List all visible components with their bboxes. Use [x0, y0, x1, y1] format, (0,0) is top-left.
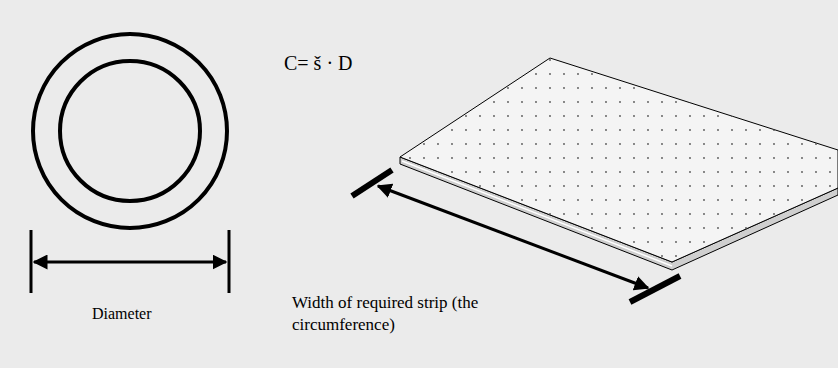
strip-face — [400, 58, 838, 262]
width-arrow — [378, 186, 648, 288]
outer-circle — [33, 34, 227, 228]
extension-line — [30, 230, 33, 293]
strip-label: Width of required strip (the circumferen… — [292, 292, 482, 336]
dimension-line — [34, 261, 226, 264]
strip-texture — [400, 58, 838, 262]
end-bar — [352, 170, 392, 196]
extension-line — [228, 230, 231, 293]
end-bar — [630, 276, 680, 302]
inner-circle — [60, 61, 200, 201]
formula: C= š · D — [284, 50, 353, 76]
dimension-label: Diameter — [92, 304, 152, 325]
